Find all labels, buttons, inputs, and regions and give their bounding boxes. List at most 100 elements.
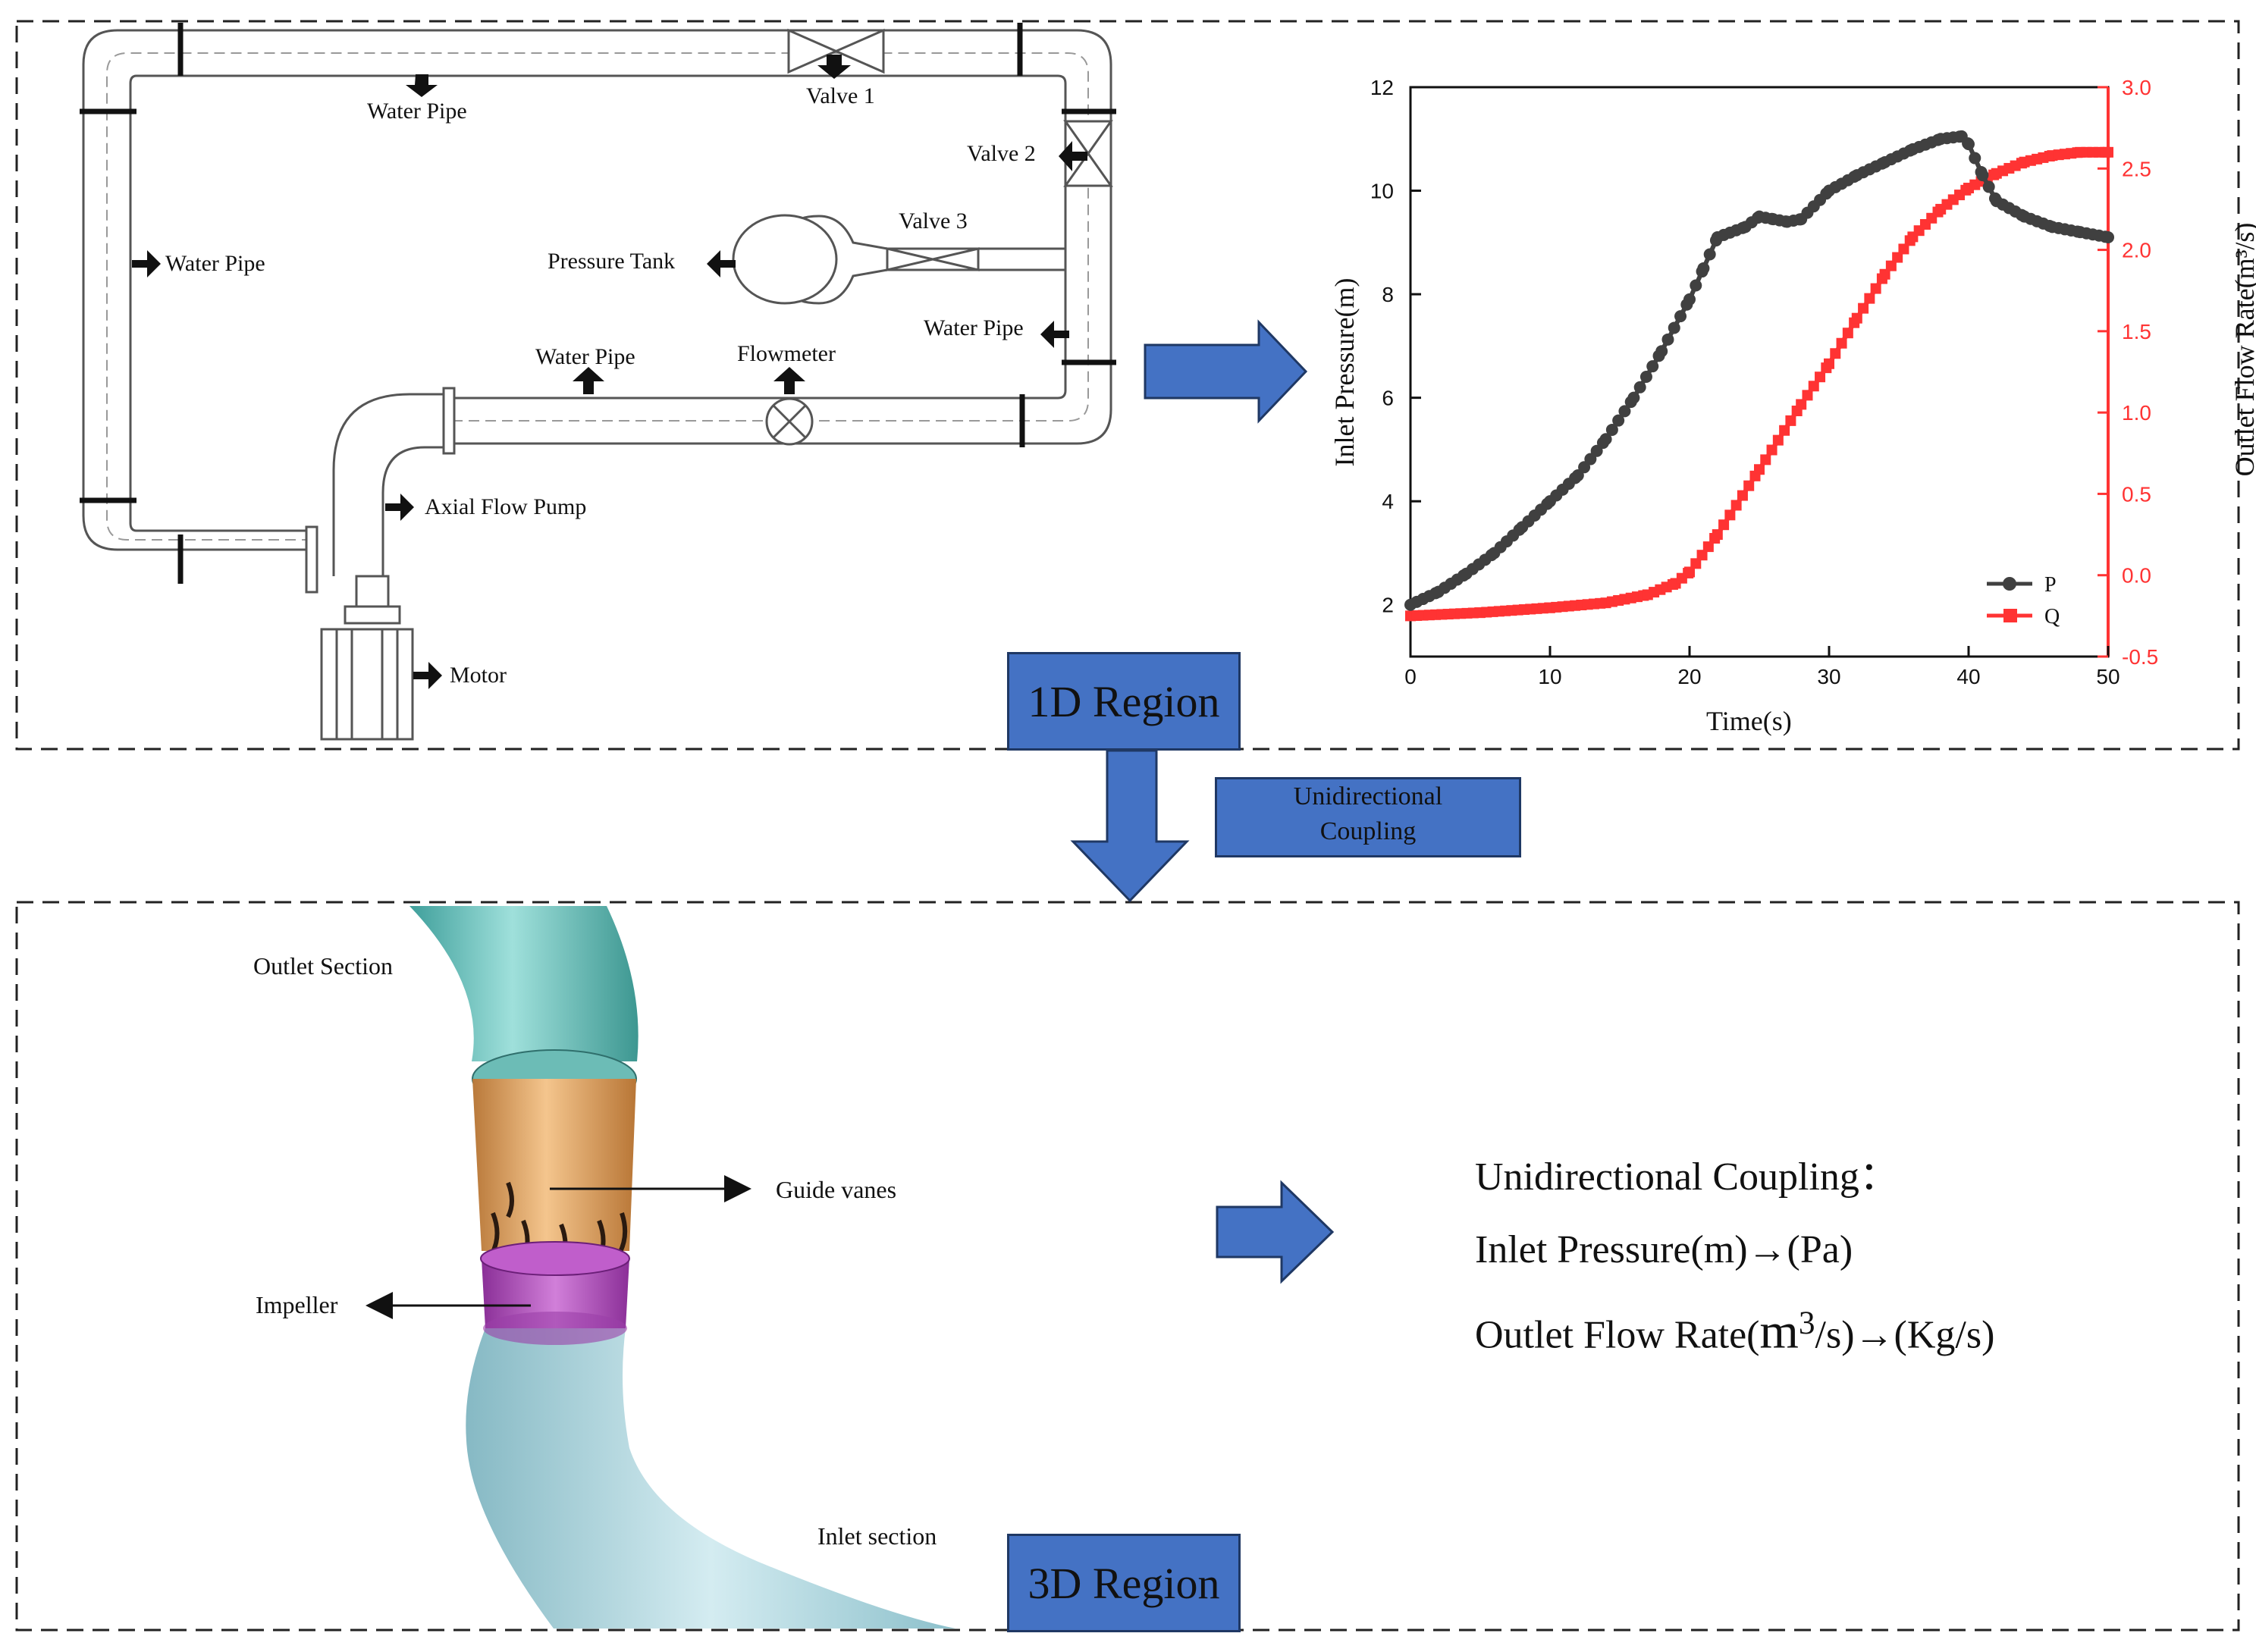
equation-flow-rate: Outlet Flow Rate(m3/s)→(Kg/s): [1475, 1287, 1994, 1371]
series-q-point: [1858, 303, 1869, 314]
series-q-point: [1690, 558, 1702, 569]
series-p-point: [1668, 321, 1680, 334]
series-p-point: [1969, 152, 1981, 165]
series-q-point: [1702, 541, 1714, 553]
series-q-point: [1760, 454, 1771, 466]
impeller-body: [482, 1259, 629, 1328]
y-right-tick-label: 0.5: [2122, 482, 2151, 506]
outlet-pipe: [409, 906, 639, 1061]
series-p-point: [1703, 248, 1716, 261]
series-q-point: [1892, 252, 1903, 263]
series-p-point: [1639, 370, 1652, 383]
coupling-box: Unidirectional Coupling: [1215, 777, 1521, 857]
y-right-tick-label: 2.5: [2122, 157, 2151, 180]
label-water-pipe-top: Water Pipe: [367, 99, 467, 124]
series-q-point: [1802, 390, 1813, 401]
y-left-tick-label: 12: [1370, 76, 1394, 99]
x-tick-label: 30: [1817, 665, 1840, 688]
chart-ylabel-right: Outlet Flow Rate(m³/s): [2229, 222, 2256, 477]
arrow-model-to-equations: [1216, 1180, 1335, 1284]
pipe-joints: [80, 23, 1116, 584]
inlet-pipe: [466, 1328, 955, 1628]
series-p-point: [1683, 293, 1696, 306]
legend-p-label: P: [2044, 573, 2057, 597]
chart-ylabel-left: Inlet Pressure(m): [1329, 277, 1360, 467]
region-title-3d: 3D Region: [1007, 1534, 1241, 1632]
label-pressure-tank: Pressure Tank: [548, 249, 676, 274]
label-flowmeter: Flowmeter: [737, 341, 836, 366]
series-q-point: [1730, 500, 1742, 511]
equation-flow-m: m: [1759, 1303, 1799, 1359]
series-q-point: [1779, 425, 1790, 436]
series-p-point: [1599, 433, 1612, 446]
coupling-box-line-1: Unidirectional: [1293, 782, 1443, 810]
legend-q-marker: [2003, 609, 2017, 622]
valve-1-symbol: [787, 28, 885, 74]
legend-q-label: Q: [2044, 605, 2060, 629]
series-q-point: [1842, 328, 1853, 339]
pressure-tank-symbol: [732, 214, 889, 305]
region-title-1d: 1D Region: [1007, 652, 1241, 751]
series-p-point: [1655, 345, 1668, 358]
y-left-tick-label: 10: [1370, 180, 1394, 203]
x-tick-label: 20: [1677, 665, 1701, 688]
y-left-tick-label: 6: [1382, 387, 1394, 410]
legend-p-marker: [2003, 577, 2016, 591]
series-p-point: [2102, 230, 2114, 243]
y-right-tick-label: 1.5: [2122, 320, 2151, 343]
y-left-tick-label: 2: [1382, 594, 1394, 617]
y-right-tick-label: 2.0: [2122, 239, 2151, 262]
series-q-point: [1851, 312, 1862, 324]
label-axial-flow-pump: Axial Flow Pump: [425, 494, 587, 519]
equation-flow-sup: 3: [1798, 1305, 1815, 1341]
y-right-tick-label: 1.0: [2122, 401, 2151, 425]
x-tick-label: 40: [1956, 665, 1980, 688]
flowmeter-symbol: [765, 397, 814, 446]
series-p-point: [1618, 405, 1631, 418]
coupling-box-line-2: Coupling: [1319, 817, 1417, 845]
series-p-point: [1690, 279, 1702, 292]
series-q-point: [1737, 490, 1748, 501]
chart-xlabel: Time(s): [1706, 706, 1792, 736]
series-q-point: [1808, 381, 1819, 392]
y-left-tick-label: 8: [1382, 283, 1394, 306]
equation-flow-prefix: Outlet Flow Rate(: [1475, 1313, 1760, 1357]
series-q-point: [2103, 146, 2113, 158]
series-q-point: [1766, 444, 1778, 456]
series-q-point: [1885, 260, 1897, 271]
series-p-point: [1627, 391, 1640, 404]
arrow-schematic-to-chart: [1144, 319, 1308, 424]
series-q-point: [1743, 480, 1755, 491]
equation-pressure: Inlet Pressure(m)→(Pa): [1475, 1228, 1853, 1271]
series-q-point: [1824, 358, 1834, 369]
label-water-pipe-left: Water Pipe: [165, 251, 265, 276]
label-outlet-section: Outlet Section: [253, 952, 393, 980]
equations-title: Unidirectional Coupling：: [1475, 1155, 1899, 1199]
pump-3d-model: [366, 906, 955, 1628]
label-arrows: [132, 55, 1087, 689]
series-q-point: [1815, 371, 1826, 383]
label-valve-1: Valve 1: [806, 83, 875, 108]
label-valve-2: Valve 2: [967, 141, 1036, 166]
series-q-point: [1836, 337, 1847, 349]
series-q-point: [1684, 566, 1695, 578]
label-water-pipe-bottom: Water Pipe: [535, 344, 635, 369]
series-q-point: [1754, 464, 1765, 475]
x-tick-label: 50: [2096, 665, 2120, 688]
equation-flow-suffix: /s)→(Kg/s): [1815, 1313, 1995, 1357]
series-q-point: [1785, 415, 1796, 426]
series-q-point: [1898, 243, 1909, 255]
series-q-point: [1718, 519, 1730, 531]
x-tick-label: 0: [1404, 665, 1417, 688]
y-left-tick-label: 4: [1382, 490, 1394, 513]
series-p-point: [1976, 169, 1989, 182]
series-p-point: [1646, 360, 1659, 373]
series-q-point: [1712, 529, 1723, 541]
series-p-point: [1697, 262, 1710, 274]
y-right-tick-label: 3.0: [2122, 76, 2151, 99]
valve-2-symbol: [1063, 120, 1113, 187]
series-q-point: [1879, 268, 1890, 280]
